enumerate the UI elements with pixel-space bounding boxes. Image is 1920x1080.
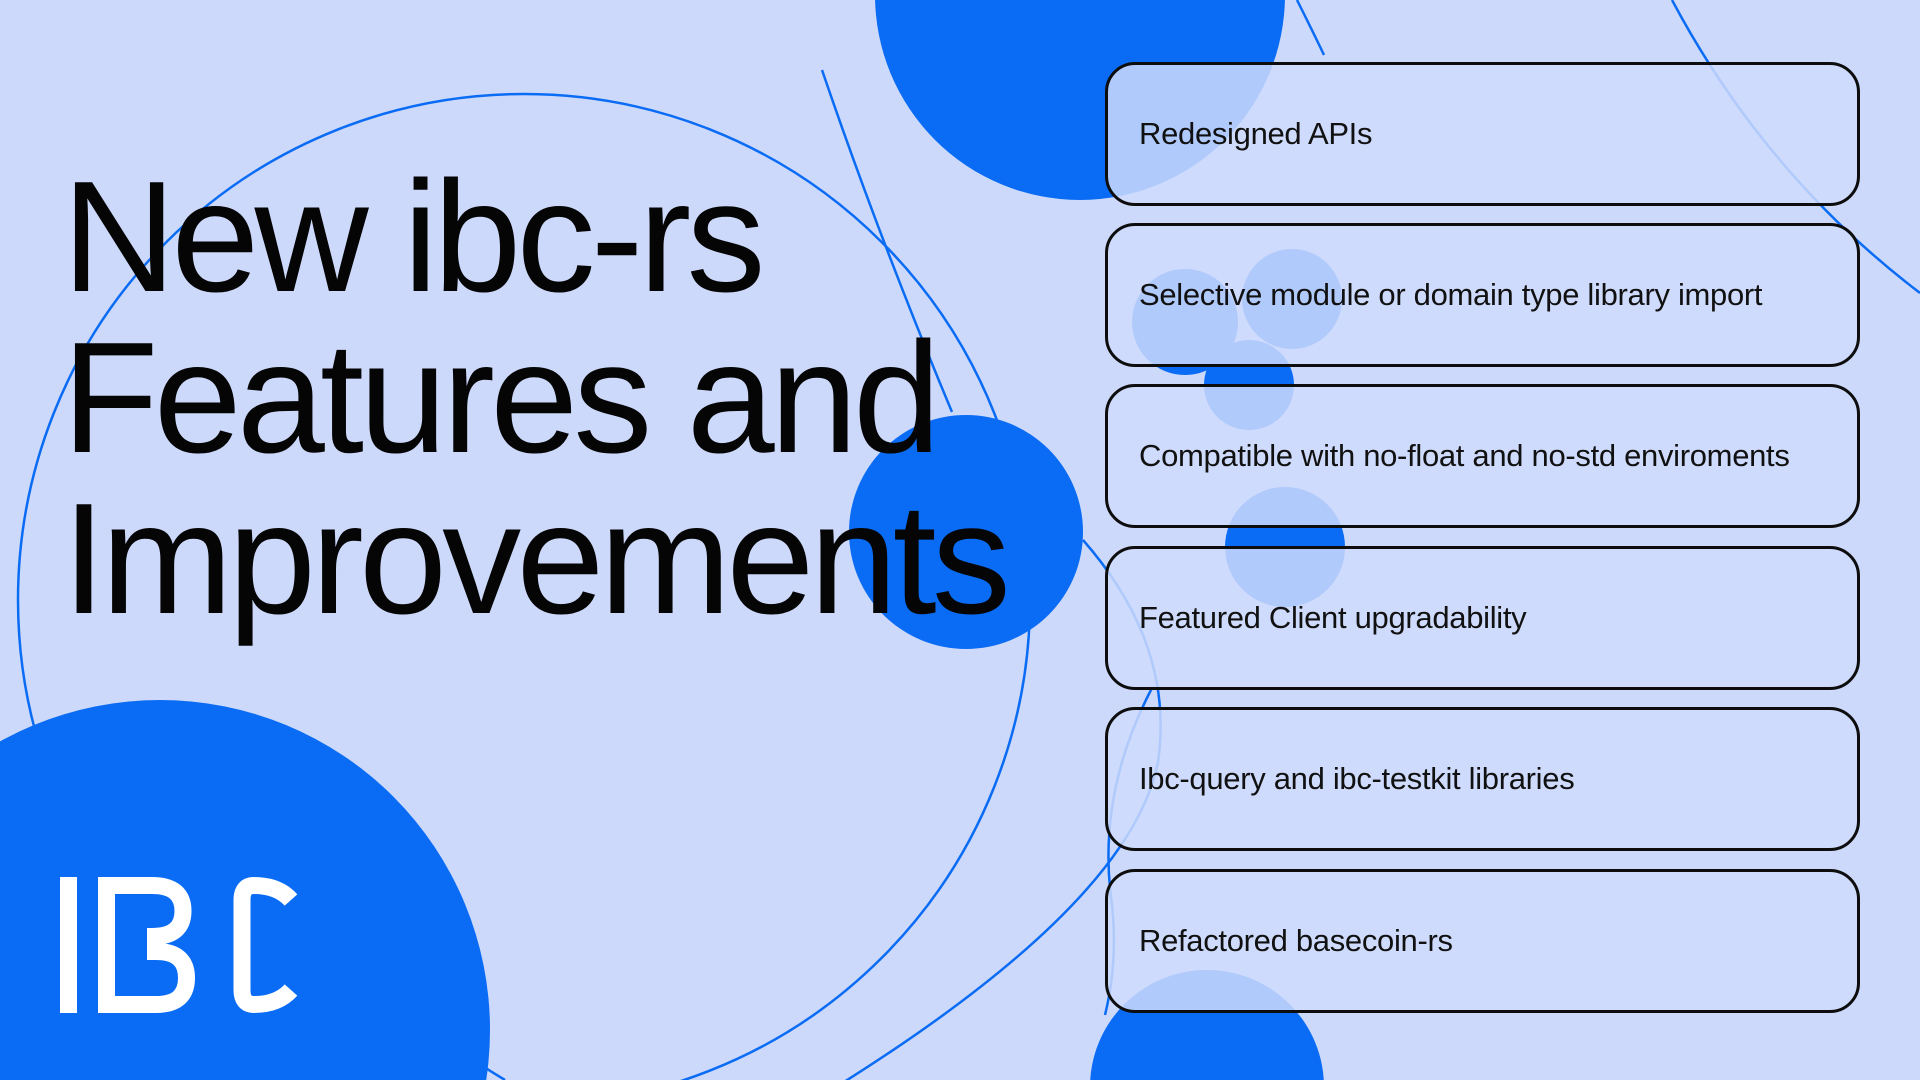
feature-card-basecoin: Refactored basecoin-rs bbox=[1105, 869, 1860, 1013]
feature-card-label: Refactored basecoin-rs bbox=[1139, 923, 1453, 958]
feature-card-label: Redesigned APIs bbox=[1139, 116, 1373, 151]
arc-top-small bbox=[1295, 0, 1326, 56]
feature-card-no-std-compatible: Compatible with no-float and no-std envi… bbox=[1105, 384, 1860, 528]
title-line-2: Features and bbox=[62, 309, 941, 486]
feature-card-label: Ibc-query and ibc-testkit libraries bbox=[1139, 761, 1575, 796]
feature-card-client-upgradability: Featured Client upgradability bbox=[1105, 546, 1860, 690]
feature-card-selective-import: Selective module or domain type library … bbox=[1105, 223, 1860, 367]
logo-letter-b-top bbox=[106, 877, 192, 945]
feature-card-label: Selective module or domain type library … bbox=[1139, 277, 1763, 312]
arc-to-circle bbox=[820, 69, 954, 413]
ibc-logo bbox=[60, 877, 298, 1014]
logo-letter-b-bottom bbox=[106, 943, 196, 1013]
circle-middle bbox=[849, 415, 1083, 649]
feature-card-redesigned-apis: Redesigned APIs bbox=[1105, 62, 1860, 206]
feature-card-label: Compatible with no-float and no-std envi… bbox=[1139, 438, 1790, 473]
title-line-1: New ibc-rs bbox=[62, 148, 766, 325]
feature-card-query-testkit: Ibc-query and ibc-testkit libraries bbox=[1105, 707, 1860, 851]
ibc-logo-marks bbox=[60, 877, 298, 1014]
title-line-3: Improvements bbox=[62, 470, 1011, 647]
page-title: New ibc-rs Features and Improvements bbox=[62, 148, 1011, 647]
feature-card-label: Featured Client upgradability bbox=[1139, 600, 1527, 635]
logo-letter-c bbox=[233, 877, 298, 1014]
